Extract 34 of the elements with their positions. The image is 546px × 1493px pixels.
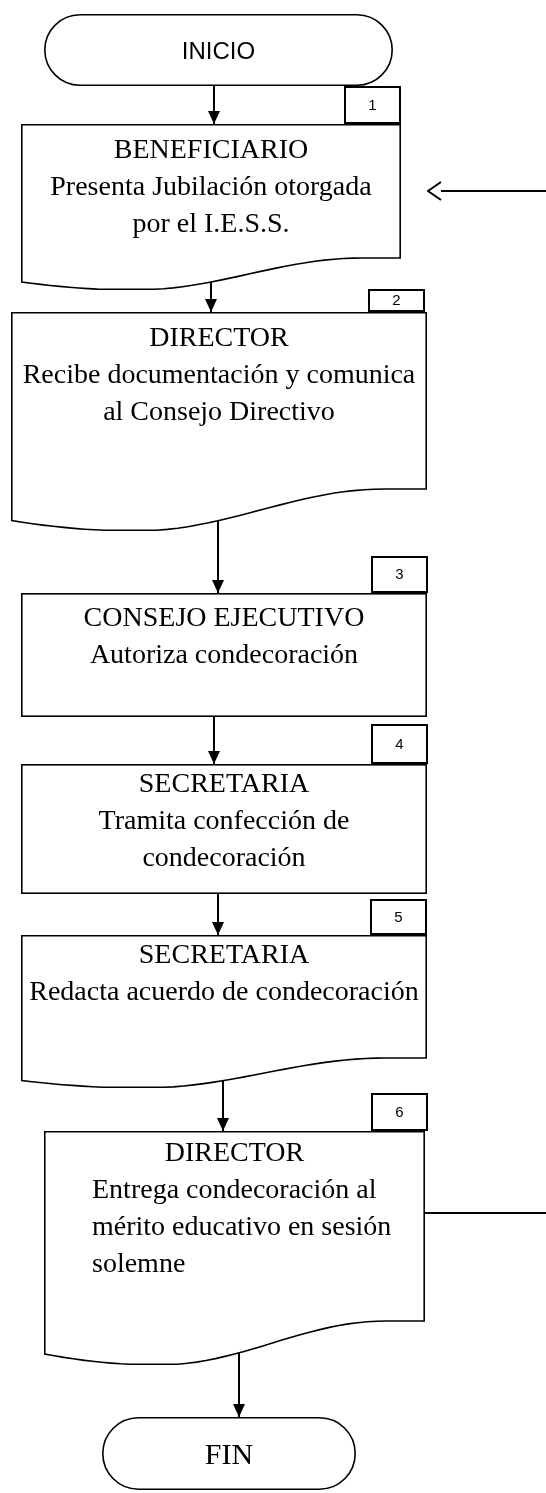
step-description: Entrega condecoración al mérito educativo en sesión solemne [91, 1172, 393, 1280]
terminal-label: INICIO [181, 35, 256, 66]
step-number: 3 [371, 556, 428, 593]
step-description: Presenta Jubilación otorgada por el I.E.S.S. [49, 169, 373, 240]
arrow [212, 519, 224, 594]
process-box [21, 764, 427, 894]
step-number: 6 [371, 1093, 428, 1131]
arrow [205, 281, 217, 313]
arrow [427, 181, 546, 201]
document-shape [11, 312, 427, 531]
step-number: 4 [371, 724, 428, 764]
process-box [21, 593, 427, 717]
role-heading: BENEFICIARIO [113, 132, 309, 166]
arrow [212, 893, 224, 936]
step-number: 1 [344, 86, 401, 124]
document-shape [21, 935, 427, 1088]
arrow [233, 1351, 245, 1418]
arrow [208, 85, 220, 125]
role-heading: SECRETARIA [138, 937, 310, 971]
role-heading: DIRECTOR [164, 1135, 305, 1169]
document-shape [44, 1131, 425, 1365]
role-heading: SECRETARIA [138, 766, 310, 800]
terminal-label: FIN [204, 1436, 254, 1472]
role-heading: DIRECTOR [149, 320, 289, 354]
step-description: Redacta acuerdo de condecoración [29, 974, 419, 1008]
arrow [208, 716, 220, 765]
step-description: Recibe documentación y comunica al Consejo Directivo [21, 357, 417, 428]
step-description: Autoriza condecoración [89, 637, 359, 671]
arrow [217, 1079, 229, 1132]
document-shape [21, 124, 401, 290]
step-description: Tramita confección de condecoración [97, 803, 351, 874]
step-number: 5 [370, 899, 427, 935]
step-number: 2 [368, 289, 425, 312]
role-heading: CONSEJO EJECUTIVO [83, 600, 365, 634]
